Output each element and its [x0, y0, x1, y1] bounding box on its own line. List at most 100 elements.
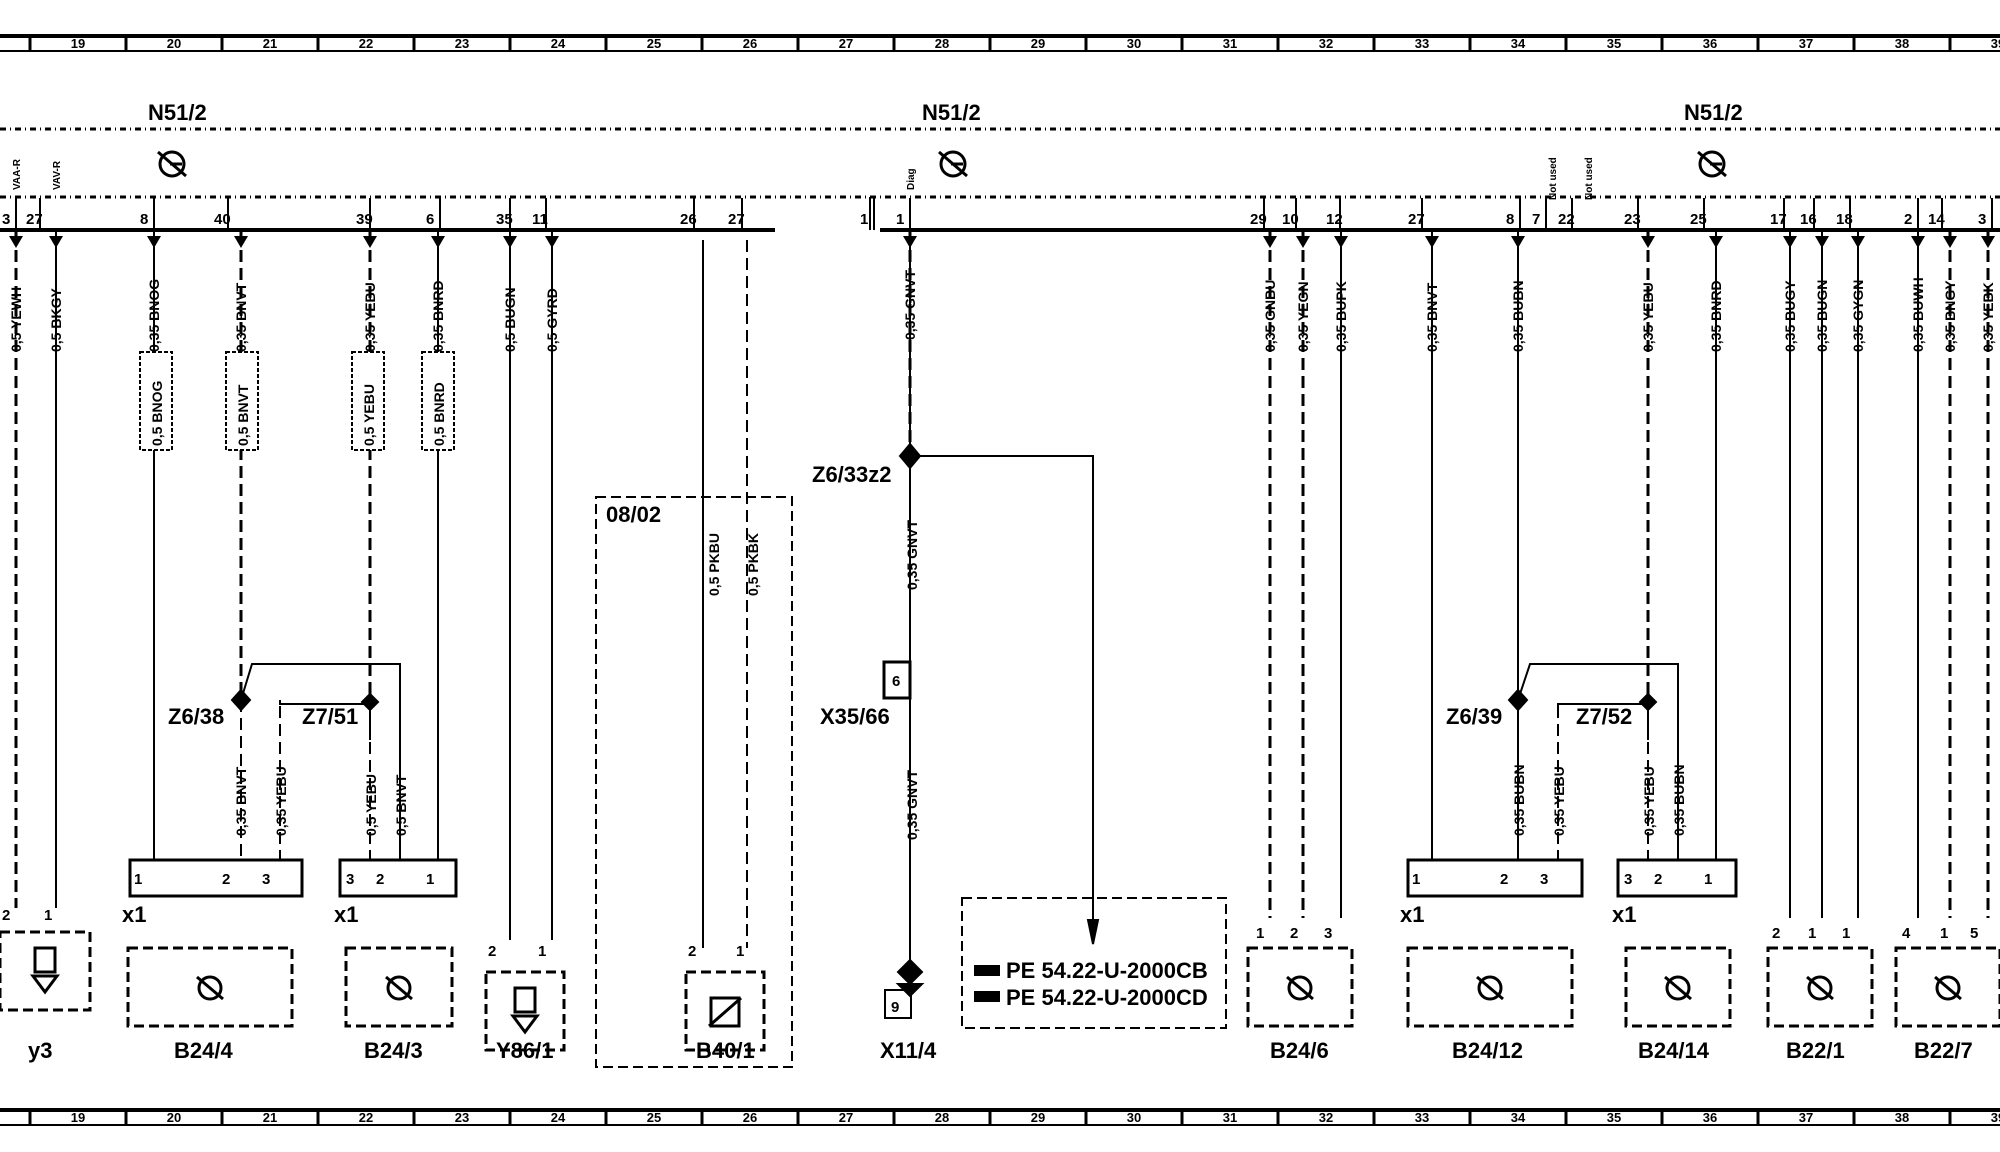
grid-top-label: 37	[1799, 36, 1813, 51]
pin-tag-not-used-1: Not used	[1548, 157, 1559, 200]
connector-pin: 9	[891, 999, 899, 1016]
pin-number: 40	[214, 211, 231, 228]
svg-text:1: 1	[538, 943, 546, 960]
svg-text:0,5 PKBU: 0,5 PKBU	[706, 533, 722, 596]
mid-wire-labels: 0,35 BNVT 0,35 YEBU 0,5 YEBU 0,5 BNVT 0,…	[233, 520, 1687, 840]
reference-box: PE 54.22-U-2000CB PE 54.22-U-2000CD	[961, 897, 1227, 1029]
wire-label: 0,35 BUPK	[1333, 281, 1349, 352]
grid-bottom-label: 24	[551, 1110, 566, 1125]
svg-text:4: 4	[1902, 925, 1911, 942]
component-label: y3	[28, 1038, 52, 1063]
pin-number: 25	[1690, 211, 1707, 228]
splice-right-group	[1507, 663, 1679, 860]
connector-x1-label: x1	[334, 902, 358, 927]
b40-wires	[702, 240, 748, 948]
reference-code: PE 54.22-U-2000CD	[1006, 985, 1208, 1010]
pin-arrow	[1943, 236, 1957, 248]
sensor-icon	[1287, 975, 1313, 1001]
pin-number: 7	[1532, 211, 1540, 228]
connector-pin: 6	[892, 673, 900, 690]
component-body	[344, 946, 454, 1028]
component-body	[0, 930, 92, 1012]
svg-text:1: 1	[1704, 871, 1712, 888]
pin-number: 27	[1408, 211, 1425, 228]
grid-top-label: 30	[1127, 36, 1141, 51]
wire-label: 0,35 BNVT	[233, 282, 249, 352]
pin-arrow	[363, 236, 377, 248]
grid-top-label: 31	[1223, 36, 1237, 51]
pin-arrow	[1263, 236, 1277, 248]
pin-tag-vaa: VAA-R	[12, 158, 23, 190]
valve-icon-seat	[510, 1014, 540, 1035]
svg-text:3: 3	[1324, 925, 1332, 942]
component-label: Y86/1	[496, 1038, 554, 1063]
connector-x1-label: x1	[122, 902, 146, 927]
pin-number: 10	[1282, 211, 1299, 228]
svg-text:0,35 BUBN: 0,35 BUBN	[1511, 764, 1527, 836]
plug-blocks	[128, 858, 1738, 898]
temperature-sensor-icon	[709, 996, 741, 1028]
pin-arrow	[1296, 236, 1310, 248]
component-label: B22/1	[1786, 1038, 1845, 1063]
svg-text:0,5 YEBU: 0,5 YEBU	[363, 774, 379, 836]
module-label-left: N51/2	[148, 100, 207, 125]
grid-bottom-label: 23	[455, 1110, 469, 1125]
component-label: B24/12	[1452, 1038, 1523, 1063]
grid-bottom-label: 19	[71, 1110, 85, 1125]
grid-bottom-label: 29	[1031, 1110, 1045, 1125]
connector-x1-label: x1	[1400, 902, 1424, 927]
module-label-center: N51/2	[922, 100, 981, 125]
pin-number: 27	[728, 211, 745, 228]
svg-text:0,35 BNVT: 0,35 BNVT	[233, 766, 249, 836]
grid-top-label: 21	[263, 36, 277, 51]
sensor-icon	[197, 975, 223, 1001]
svg-text:0,35 GNVT: 0,35 GNVT	[904, 770, 920, 840]
grid-bottom-label: 38	[1895, 1110, 1909, 1125]
component-label: B24/3	[364, 1038, 423, 1063]
sensor-icon-slash	[1286, 975, 1314, 1001]
pin-number: 1	[860, 211, 868, 228]
grid-top-label: 24	[551, 36, 566, 51]
sensor-icon	[1807, 975, 1833, 1001]
grid-bottom-label: 31	[1223, 1110, 1237, 1125]
boxed-wire-label: 0,5 BNVT	[225, 351, 259, 451]
pin-number: 39	[356, 211, 373, 228]
component-label: B24/4	[174, 1038, 233, 1063]
pin-number: 17	[1770, 211, 1787, 228]
reference-code: PE 54.22-U-2000CB	[1006, 958, 1208, 983]
svg-text:1: 1	[134, 871, 142, 888]
component-body	[484, 970, 566, 1052]
svg-text:1: 1	[736, 943, 744, 960]
connector-x1-label: x1	[1612, 902, 1636, 927]
svg-text:1: 1	[1940, 925, 1948, 942]
splice-left-group	[230, 663, 401, 860]
grid-top-label: 23	[455, 36, 469, 51]
control-unit-icon-left	[157, 150, 187, 178]
pin-arrow	[1709, 236, 1723, 248]
grid-top-label: 28	[935, 36, 949, 51]
sensor-icon	[1477, 975, 1503, 1001]
wire-label: 0,35 YEBU	[1640, 282, 1656, 352]
pin-tag-vav: VAV-R	[52, 160, 63, 190]
svg-text:3: 3	[262, 871, 270, 888]
grid-bottom-label: 39	[1991, 1110, 2000, 1125]
control-unit-icon-right	[1697, 150, 1727, 178]
pin-arrow	[1851, 236, 1865, 248]
plug-pin-labels: 1 2 3 3 2 1 1 2 3 3 2 1 2 1 2 1 2 1 1 2 …	[2, 871, 1978, 960]
sensor-icon	[1665, 975, 1691, 1001]
grid-top-label: 25	[647, 36, 661, 51]
svg-text:2: 2	[688, 943, 696, 960]
grid-top-label: 36	[1703, 36, 1717, 51]
grid-top-label: 39	[1991, 36, 2000, 51]
grid-top-label: 34	[1511, 36, 1526, 51]
sensor-icon-slash	[1476, 975, 1504, 1001]
splice-label: Z6/33z2	[812, 462, 892, 487]
pin-number: 29	[1250, 211, 1267, 228]
pin-arrow	[1641, 236, 1655, 248]
splice-label: Z6/39	[1446, 704, 1502, 729]
grid-top-label: 20	[167, 36, 181, 51]
svg-text:08/02: 08/02	[606, 502, 661, 527]
svg-text:3: 3	[1540, 871, 1548, 888]
